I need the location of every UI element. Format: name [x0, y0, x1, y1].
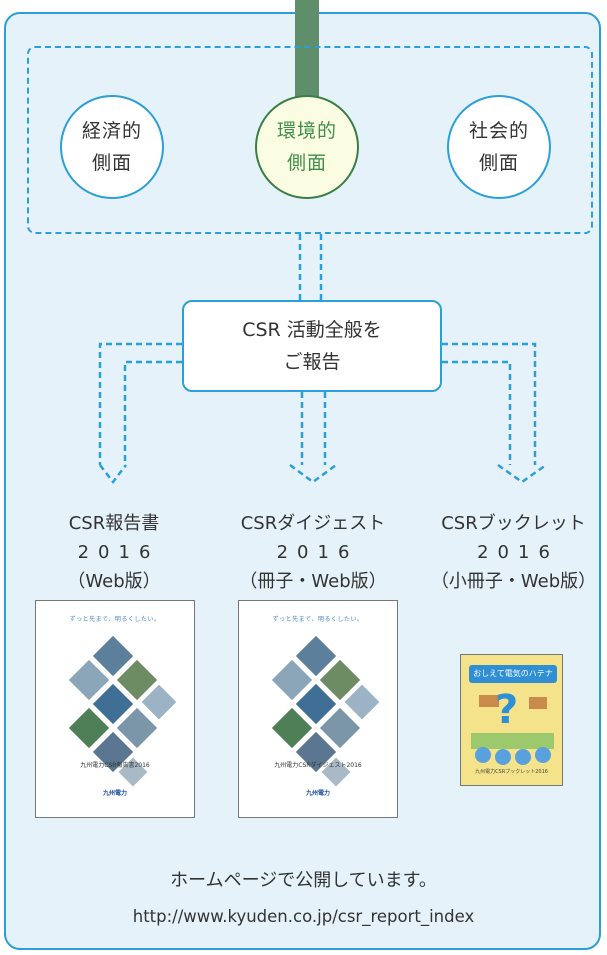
cover-title: 九州電力CSR報告書2016 — [80, 762, 150, 769]
csr-report-year: 2016 — [77, 542, 160, 563]
right-arrow-outer — [442, 342, 537, 465]
booklet-title: おしえて電気のハテナ — [469, 665, 557, 683]
environmental-aspect-line2: 側面 — [286, 152, 327, 174]
economic-aspect-circle: 経済的 側面 — [60, 95, 164, 199]
economic-aspect-line1: 経済的 — [81, 120, 142, 142]
economic-aspect-line2: 側面 — [91, 152, 132, 174]
csr-digest-year: 2016 — [276, 542, 359, 563]
question-mark-icon: ? — [495, 687, 519, 733]
csr-booklet-label: CSRブックレット 2016 （小冊子・Web版） — [420, 509, 607, 596]
booklet-subtitle: 九州電力CSRブックレット2016 — [475, 769, 548, 775]
right-arrow-inner — [442, 360, 512, 465]
csr-booklet-cover-image: おしえて電気のハテナ ? 九州電力CSRブックレット2016 — [460, 654, 563, 786]
csr-box-line1: CSR 活動全般を — [242, 319, 382, 341]
cover-logo: 九州電力 — [305, 790, 330, 797]
csr-booklet-year: 2016 — [477, 542, 559, 563]
footer-message: ホームページで公開しています。 — [170, 870, 437, 891]
csr-report-title: CSR報告書 — [68, 513, 160, 534]
cover-title: 九州電力CSRダイジェスト2016 — [274, 762, 362, 769]
photo-mosaic-graphic — [269, 633, 382, 789]
left-arrow-outer — [98, 342, 182, 465]
social-aspect-circle: 社会的 側面 — [447, 95, 551, 199]
left-arrow-head — [99, 464, 127, 485]
csr-digest-label: CSRダイジェスト 2016 （冊子・Web版） — [218, 509, 408, 596]
environmental-aspect-circle: 環境的 側面 — [255, 95, 359, 199]
booklet-illustration — [471, 695, 554, 765]
center-arrow-head — [289, 463, 337, 484]
cover-logo: 九州電力 — [102, 790, 127, 797]
csr-report-cover-image: ずっと先まで、明るくしたい。 九州電力CSR報告書2016 九州電力 — [35, 600, 195, 818]
csr-activities-box: CSR 活動全般を ご報告 — [182, 300, 442, 392]
environmental-aspect-line1: 環境的 — [276, 120, 337, 142]
cover-tagline: ずっと先まで、明るくしたい。 — [69, 616, 161, 623]
footer-url-link[interactable]: http://www.kyuden.co.jp/csr_report_index — [132, 907, 475, 926]
photo-mosaic-graphic — [66, 633, 179, 789]
csr-report-label: CSR報告書 2016 （Web版） — [35, 509, 193, 596]
csr-report-format: （Web版） — [67, 571, 161, 592]
csr-booklet-title: CSRブックレット — [441, 513, 586, 534]
csr-digest-format: （冊子・Web版） — [239, 571, 387, 592]
aspects-group — [27, 46, 593, 234]
cover-tagline: ずっと先まで、明るくしたい。 — [272, 616, 364, 623]
csr-digest-cover-image: ずっと先まで、明るくしたい。 九州電力CSRダイジェスト2016 九州電力 — [238, 600, 398, 818]
social-aspect-line2: 側面 — [478, 152, 519, 174]
social-aspect-line1: 社会的 — [468, 120, 529, 142]
csr-box-line2: ご報告 — [283, 351, 341, 373]
csr-booklet-format: （小冊子・Web版） — [430, 571, 597, 592]
right-arrow-head — [497, 463, 547, 484]
left-arrow-inner — [123, 360, 182, 465]
csr-digest-title: CSRダイジェスト — [240, 513, 386, 534]
